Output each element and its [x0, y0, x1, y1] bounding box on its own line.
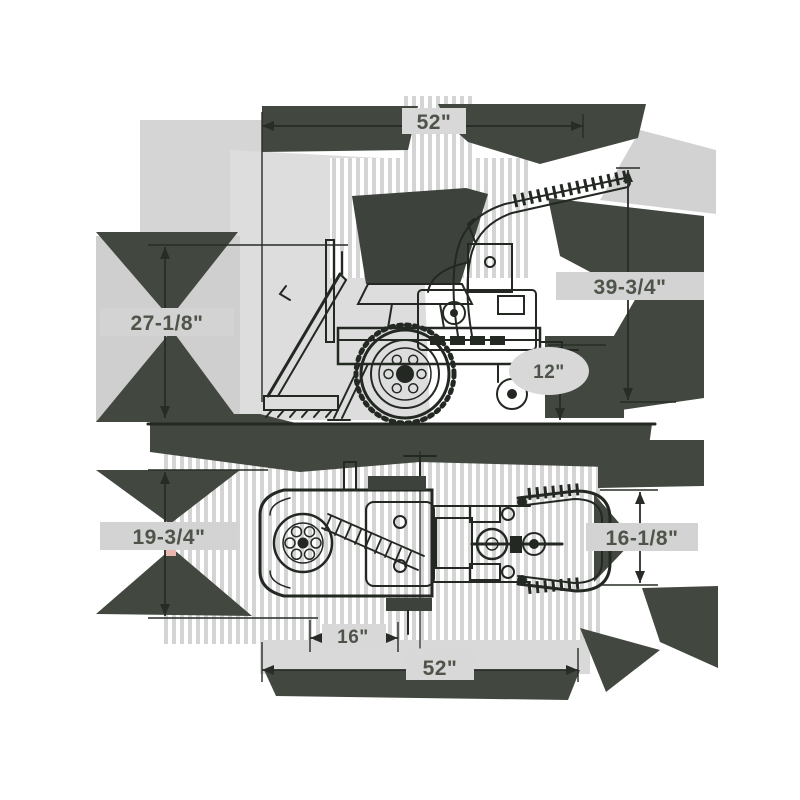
control-console	[467, 243, 513, 293]
pulley	[272, 512, 334, 574]
control-lever	[466, 218, 477, 245]
engine-top	[365, 501, 435, 587]
top-view-drawing	[258, 451, 612, 649]
label-backgrounds	[100, 108, 704, 680]
label-top-overall-length: 52"	[423, 657, 458, 680]
label-side-front-height: 27-1/8"	[130, 312, 203, 335]
label-top-inner-width: 16"	[337, 627, 369, 648]
dim-top-handle-width	[600, 489, 658, 586]
body-outline	[258, 488, 434, 598]
engine	[417, 289, 537, 351]
dimension-labels: 52" 39-3/4" 27-1/8" 12" 19-3/4" 16-1/8" …	[130, 111, 678, 680]
label-top-overall-width: 19-3/4"	[132, 526, 205, 549]
blade-edge-top	[368, 476, 426, 490]
drive-train	[431, 505, 564, 583]
handlebar	[427, 169, 632, 337]
label-side-overall-length: 52"	[417, 111, 452, 134]
label-side-rear-height: 12"	[533, 362, 565, 383]
blade-edge-bottom	[386, 598, 432, 611]
label-side-overall-height: 39-3/4"	[593, 276, 666, 299]
drive-wheel	[353, 322, 457, 426]
label-top-handle-width: 16-1/8"	[605, 527, 678, 550]
compression-artifact	[166, 549, 176, 556]
side-view-drawing	[146, 169, 657, 426]
front-blade	[263, 239, 347, 418]
conveyor	[321, 513, 425, 571]
background-artifacts-dark	[96, 104, 718, 700]
